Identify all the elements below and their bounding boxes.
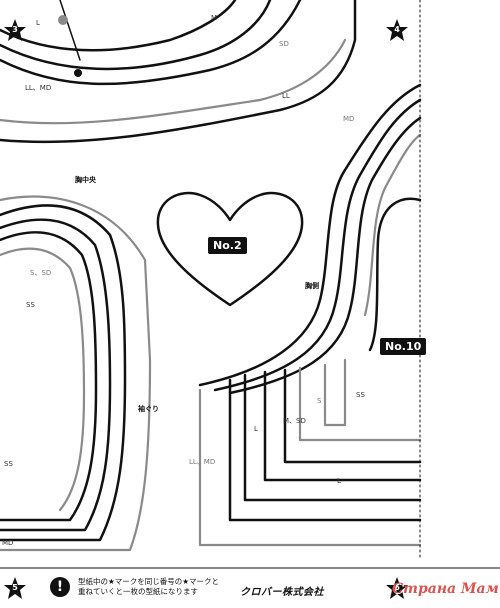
footer-note: 型紙中の★マークを同じ番号の★マークと 重ねていくと一枚の型紙になります xyxy=(78,577,219,597)
size-label: MD xyxy=(2,539,14,547)
piece-label-no2: No.2 xyxy=(208,237,247,254)
pattern-line xyxy=(368,197,422,352)
pattern-line xyxy=(0,0,357,144)
annotation-center-front: 胸中央 xyxy=(75,176,96,184)
size-label: SS xyxy=(26,301,35,309)
star-number: 3 xyxy=(12,25,18,34)
star-icon xyxy=(386,19,408,41)
star-marker-3: 3 xyxy=(4,19,26,41)
pattern-line xyxy=(0,231,98,522)
star-number: 5 xyxy=(12,583,18,592)
star-icon xyxy=(4,577,26,599)
star-number: 6 xyxy=(394,583,400,592)
pattern-line xyxy=(323,358,347,427)
size-label: LL、MD xyxy=(189,458,216,466)
size-label: LL、MD xyxy=(25,84,52,92)
footer-note-line1: 型紙中の★マークを同じ番号の★マークと xyxy=(78,577,219,586)
size-label: S xyxy=(317,397,322,405)
piece-label-no10: No.10 xyxy=(380,338,427,355)
pattern-line xyxy=(283,368,422,464)
size-label: L xyxy=(36,19,40,27)
pattern-line xyxy=(363,133,422,317)
pattern-line xyxy=(213,98,422,392)
pattern-line xyxy=(228,378,422,522)
pattern-line xyxy=(198,83,422,387)
pattern-line xyxy=(0,38,347,125)
star-marker-5: 5 xyxy=(4,577,26,599)
size-label: M、SD xyxy=(283,417,306,425)
pattern-line xyxy=(298,366,422,442)
annotation-side: 胸側 xyxy=(305,282,319,290)
size-label: MD xyxy=(343,115,355,123)
pattern-line xyxy=(0,204,127,542)
star-marker-4: 4 xyxy=(386,19,408,41)
brand-logo: クロバー株式会社 xyxy=(240,587,324,598)
pattern-line xyxy=(59,0,81,61)
pattern-line xyxy=(0,218,112,532)
pattern-line xyxy=(0,0,302,86)
star-icon xyxy=(4,19,26,41)
footer-note-line2: 重ねていくと一枚の型紙になります xyxy=(78,587,198,596)
star-number: 4 xyxy=(394,25,400,34)
annotation-armhole: 袖ぐり xyxy=(138,405,159,413)
warning-icon: ! xyxy=(50,577,70,597)
pattern-line xyxy=(198,388,422,547)
watermark: Страна Мам xyxy=(392,581,499,597)
size-label: L xyxy=(337,477,341,485)
pattern-line xyxy=(243,373,422,502)
size-label: LL xyxy=(282,92,290,100)
size-label: SD xyxy=(279,40,289,48)
size-label: L xyxy=(254,425,258,433)
star-icon xyxy=(386,577,408,599)
pattern-line xyxy=(263,370,422,482)
size-label: S、SD xyxy=(30,269,52,277)
size-label: M xyxy=(211,14,218,22)
pattern-dot xyxy=(74,69,82,77)
pattern-line xyxy=(0,0,272,71)
pattern-line xyxy=(0,195,152,552)
pattern-line xyxy=(0,247,86,512)
star-marker-6: 6 xyxy=(386,577,408,599)
pattern-dot xyxy=(58,15,68,25)
pattern-line xyxy=(0,0,237,52)
size-label: SS xyxy=(4,460,13,468)
pattern-line xyxy=(228,116,422,395)
size-label: SS xyxy=(356,391,365,399)
